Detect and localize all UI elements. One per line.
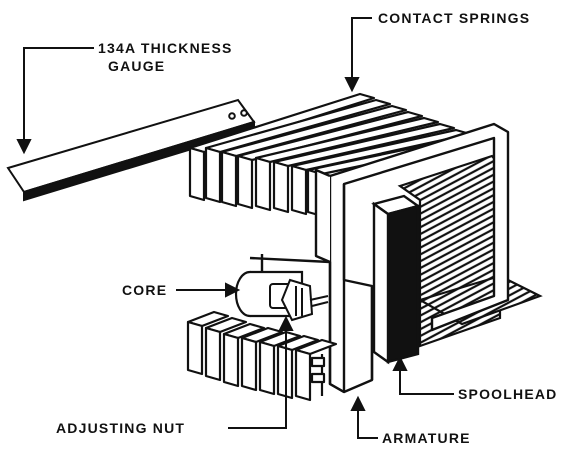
thickness-gauge: [6, 98, 256, 202]
spoolhead-label: SPOOLHEAD: [458, 386, 558, 402]
spoolhead-plate: [371, 194, 421, 365]
armature-label: ARMATURE: [382, 430, 471, 446]
leader-lines: [16, 17, 454, 439]
gauge-label-line1: 134A THICKNESS: [98, 40, 233, 56]
lower-contact-springs: [186, 310, 338, 402]
gauge-label-line2: GAUGE: [108, 58, 166, 74]
armature-frame: [249, 122, 510, 394]
core-label: CORE: [122, 282, 168, 298]
coil-winding: [397, 154, 543, 348]
adjusting-nut-label: ADJUSTING NUT: [56, 420, 186, 436]
contact-springs-label: CONTACT SPRINGS: [378, 10, 531, 26]
adjusting-nut: [269, 278, 329, 322]
contact-springs-stack: [188, 92, 486, 218]
